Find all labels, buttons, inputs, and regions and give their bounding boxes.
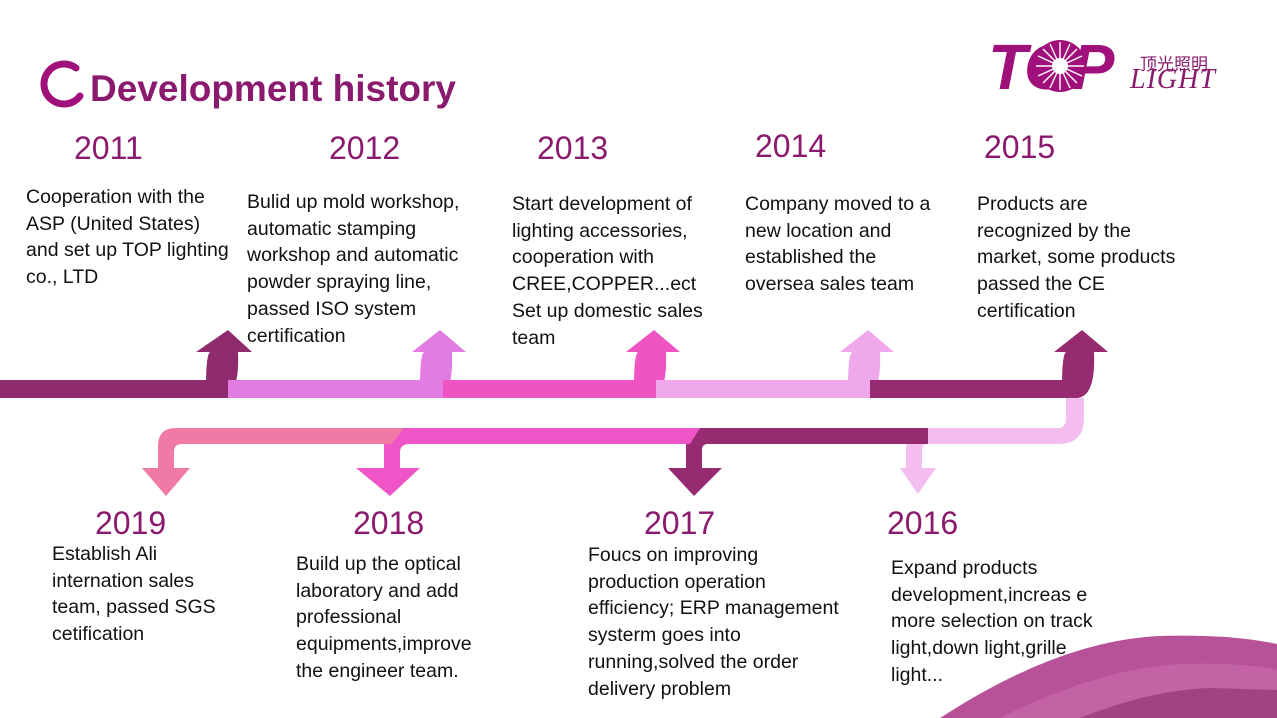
logo-sun-icon [1034,40,1086,92]
year-label: 2018 [353,505,425,541]
band-2018 [384,428,700,470]
page-title: Development history [90,68,456,109]
band-2013 [443,380,656,398]
arrow-2015 [1054,330,1108,398]
arrow-2019 [142,468,190,496]
logo-chinese: 顶光照明 [1140,55,1208,75]
year-label: 2012 [329,130,401,166]
band-2012 [228,380,443,398]
year-label: 2019 [95,505,167,541]
milestone-text: Start development of lighting accessorie… [512,193,703,349]
arrow-2011 [196,330,252,398]
milestone-text: Products are recognized by the market, s… [977,193,1176,322]
band-2015 [870,380,1078,398]
band-2014 [656,380,870,398]
band-2019 [158,428,404,470]
milestone-text: Build up the optical laboratory and add … [296,553,472,682]
year-label: 2011 [74,130,143,166]
office-photo-decoration [940,635,1277,718]
milestone-text: Foucs on improving production operation … [588,544,839,700]
title-ring-icon [40,60,84,108]
year-label: 2017 [644,505,716,541]
band-2016 [906,398,1084,470]
milestone-text: Expand products development,increas e mo… [891,557,1093,686]
milestone-text: Company moved to a new location and esta… [745,193,931,296]
year-label: 2015 [984,129,1056,165]
arrow-2018 [356,468,420,496]
arrow-2014 [840,330,894,398]
arrow-2013 [626,330,680,398]
arrow-2012 [412,330,466,398]
year-label: 2016 [887,505,959,541]
milestone-text: Cooperation with the ASP (United States)… [26,186,229,289]
year-label: 2013 [537,130,609,166]
year-label: 2014 [755,128,827,164]
logo-sub: LIGHT [1130,64,1216,95]
band-2011 [0,380,228,398]
milestone-text: Bulid up mold workshop, automatic stampi… [247,191,460,347]
milestone-text: Establish Ali internation sales team, pa… [52,543,216,646]
arrow-2016 [900,468,936,494]
arrow-2017 [668,468,722,496]
band-2017 [686,428,928,470]
